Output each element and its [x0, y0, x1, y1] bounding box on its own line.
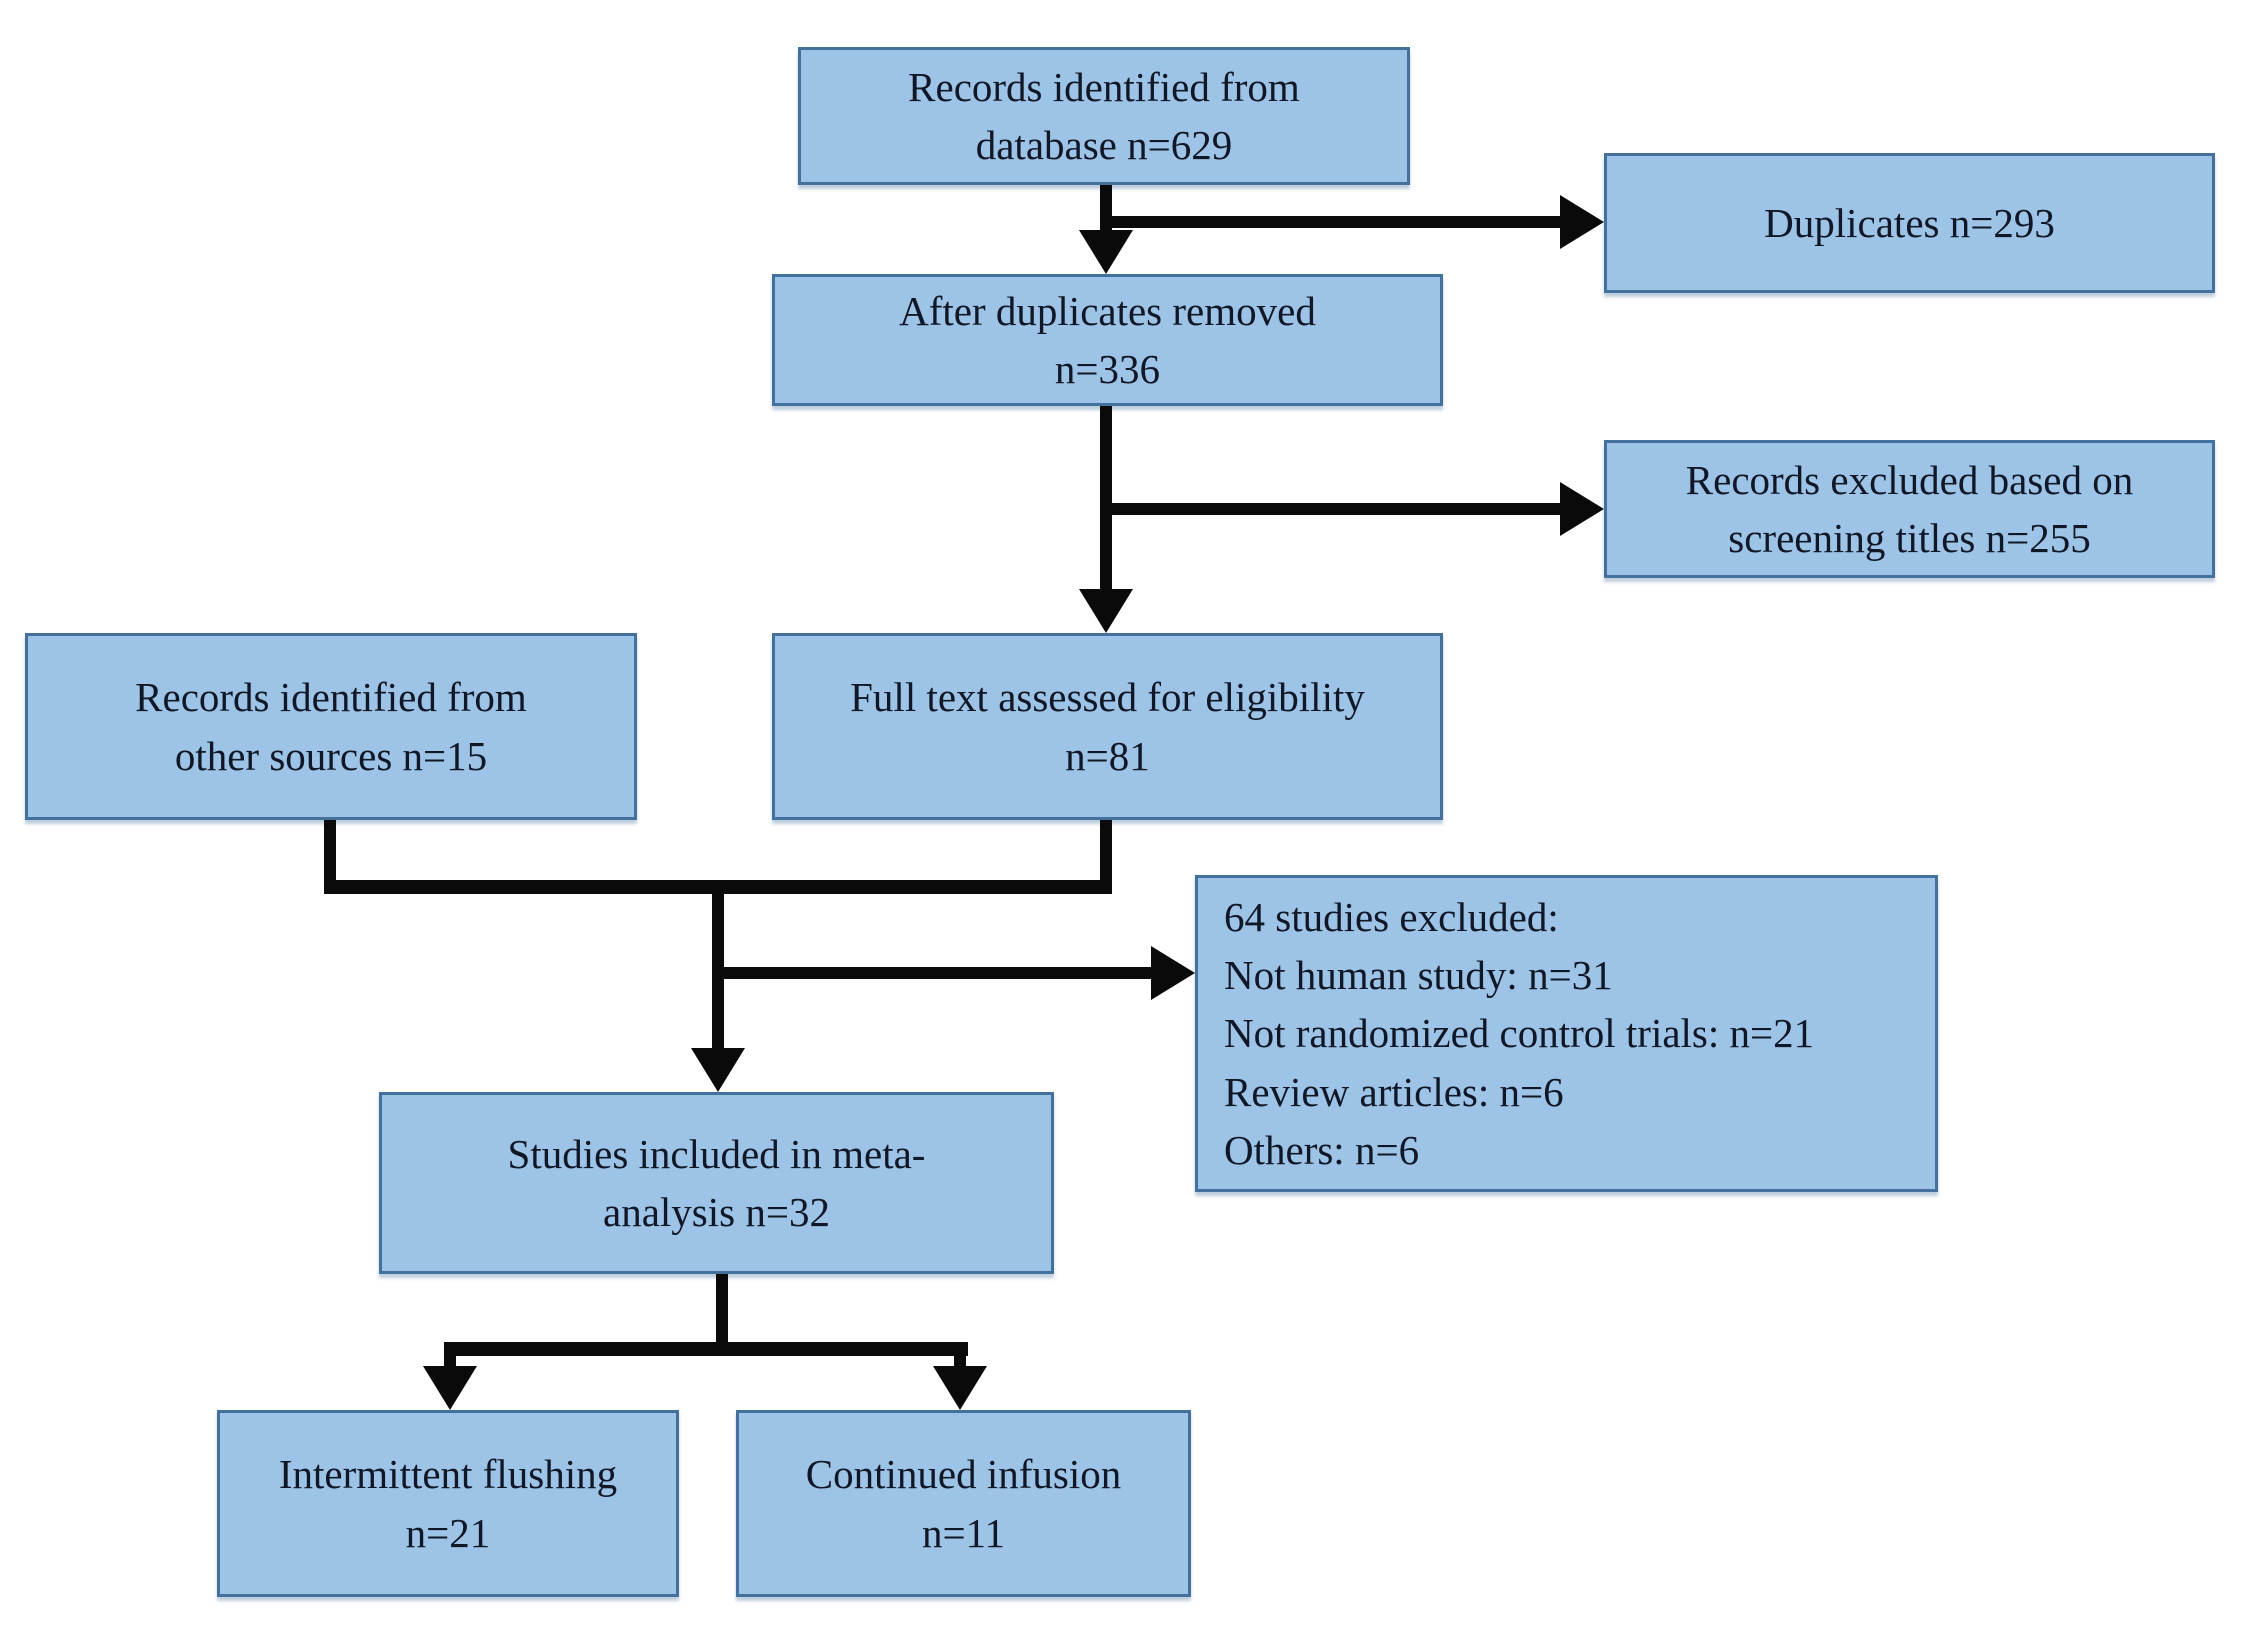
box-studies-included-meta-analysis-text: Studies included in meta- analysis n=32: [507, 1130, 926, 1235]
connector-meta-down-line: [716, 1274, 728, 1356]
box-records-excluded-screening: Records excluded based on screening titl…: [1604, 440, 2215, 578]
connector-split-bar: [444, 1342, 968, 1356]
box-continued-infusion-text: Continued infusion n=11: [805, 1451, 1122, 1556]
arrowhead-afterdup-to-fulltext: [1079, 589, 1133, 633]
arrowhead-to-studies-excluded: [1151, 946, 1195, 1000]
box-after-duplicates-removed-text: After duplicates removed n=336: [899, 287, 1316, 392]
connector-fulltext-down-line: [1100, 820, 1112, 894]
box-continued-infusion: Continued infusion n=11: [736, 1410, 1191, 1597]
box-studies-included-meta-analysis: Studies included in meta- analysis n=32: [379, 1092, 1054, 1274]
connector-to-records-excluded-line: [1100, 503, 1564, 515]
connector-split-left-drop: [444, 1342, 456, 1370]
box-duplicates: Duplicates n=293: [1604, 153, 2215, 293]
box-intermittent-flushing-text: Intermittent flushing n=21: [278, 1451, 618, 1556]
connector-to-duplicates-line: [1100, 216, 1564, 228]
box-after-duplicates-removed: After duplicates removed n=336: [772, 274, 1443, 406]
arrowhead-to-records-excluded: [1560, 482, 1604, 536]
connector-afterdup-to-fulltext-line: [1100, 406, 1112, 589]
box-records-excluded-screening-text: Records excluded based on screening titl…: [1685, 456, 2134, 561]
arrowhead-to-intermittent-flushing: [423, 1366, 477, 1410]
box-records-identified-database: Records identified from database n=629: [798, 47, 1410, 185]
arrowhead-to-continued-infusion: [933, 1366, 987, 1410]
box-full-text-assessed-text: Full text assessed for eligibility n=81: [850, 674, 1365, 779]
arrowhead-to-meta-analysis: [691, 1048, 745, 1092]
box-full-text-assessed: Full text assessed for eligibility n=81: [772, 633, 1443, 820]
box-records-identified-database-text: Records identified from database n=629: [908, 63, 1300, 168]
box-studies-excluded-reasons: 64 studies excluded: Not human study: n=…: [1195, 875, 1938, 1192]
box-studies-excluded-reasons-text: 64 studies excluded: Not human study: n=…: [1224, 893, 1815, 1173]
box-intermittent-flushing: Intermittent flushing n=21: [217, 1410, 679, 1597]
box-duplicates-text: Duplicates n=293: [1764, 199, 2055, 246]
connector-othersources-down-line: [324, 820, 336, 894]
arrowhead-to-duplicates: [1560, 195, 1604, 249]
connector-split-right-drop: [954, 1342, 966, 1370]
connector-to-studies-excluded-line: [712, 967, 1151, 979]
box-records-other-sources: Records identified from other sources n=…: [25, 633, 637, 820]
connector-merge-to-meta-line: [712, 880, 724, 1048]
arrowhead-database-to-afterdup: [1079, 230, 1133, 274]
box-records-other-sources-text: Records identified from other sources n=…: [135, 674, 527, 779]
